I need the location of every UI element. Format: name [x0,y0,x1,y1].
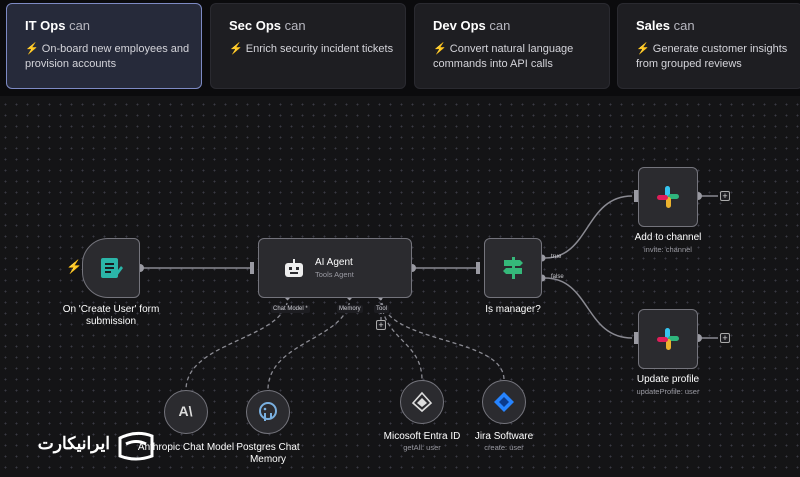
connection-tool-entra [380,295,423,381]
bolt-icon: ⚡ [25,43,39,55]
postgres-node[interactable] [246,390,290,434]
port-add-channel-in [634,190,638,202]
connection-true-add-channel [544,195,633,259]
jira-icon [494,392,514,412]
tab-role: Sec Ops [229,18,282,33]
watermark-text: ایرانیکارت [37,434,110,453]
port-agent-in [250,262,254,274]
tool-port-label: Tool [374,305,390,313]
connection-false-update-profile [544,277,633,339]
if-node[interactable] [484,238,542,298]
add-node-plus-icon[interactable]: + [720,333,730,343]
tab-sales[interactable]: Sales can ⚡ Generate customer insights f… [617,3,800,89]
jira-label: Jira Software [474,431,534,442]
tab-description: Enrich security incident tickets [245,43,394,55]
watermark-logo: ایرانیکارت [6,428,158,472]
tab-description: Generate customer insights from grouped … [636,43,788,70]
trigger-label: On 'Create User' form submission [62,304,160,327]
tab-can: can [284,18,306,33]
chat-model-port-label: Chat Model * [271,305,310,313]
entra-node[interactable] [400,380,444,424]
entra-label: Micosoft Entra ID [383,431,461,442]
entra-id-icon [411,391,433,413]
tab-description: Convert natural language commands into A… [433,43,574,70]
jira-node[interactable] [482,380,526,424]
port-update-profile-in [634,332,638,344]
slack-icon [657,186,679,208]
tab-can: can [673,18,695,33]
add-tool-plus-icon[interactable]: + [376,320,386,330]
trigger-node[interactable] [82,238,140,298]
form-icon [101,258,123,278]
memory-port-label: Memory [337,305,363,313]
tab-description: On-board new employees and provision acc… [25,43,190,70]
port-if-in [476,262,480,274]
update-profile-sub: updateProfile: user [636,387,700,396]
tab-role: Sales [636,18,670,33]
bolt-icon: ⚡ [636,43,650,55]
anthropic-label: Anthropic Chat Model [137,442,235,453]
robot-icon [285,259,303,277]
trigger-bolt-icon: ⚡ [66,259,83,274]
bolt-icon: ⚡ [229,43,243,55]
add-to-channel-sub: invite: channel [644,245,692,254]
anthropic-icon: A\ [178,403,193,419]
add-to-channel-label: Add to channel [634,232,702,243]
entra-sub: getAll: user [403,443,441,452]
tab-role: Dev Ops [433,18,486,33]
update-profile-node[interactable] [638,309,698,369]
postgres-elephant-icon [259,402,277,421]
ai-agent-node[interactable]: AI Agent Tools Agent [258,238,412,298]
add-node-plus-icon[interactable]: + [720,191,730,201]
tab-it-ops[interactable]: IT Ops can ⚡ On-board new employees and … [6,3,202,89]
tab-can: can [69,18,91,33]
jira-sub: create: user [484,443,524,452]
bolt-icon: ⚡ [433,43,447,55]
update-profile-label: Update profile [636,374,700,385]
false-output-label: false [551,274,564,280]
add-to-channel-node[interactable] [638,167,698,227]
signpost-icon [503,257,523,279]
use-case-tabs: IT Ops can ⚡ On-board new employees and … [0,0,800,96]
slack-icon [657,328,679,350]
anthropic-node[interactable]: A\ [164,390,208,434]
tab-role: IT Ops [25,18,66,33]
if-label: Is manager? [485,304,541,315]
watermark-card-icon [118,431,154,461]
postgres-label: Postgres Chat Memory [236,442,300,465]
agent-title: AI Agent [315,257,353,268]
true-output-label: true [551,254,562,260]
tab-sec-ops[interactable]: Sec Ops can ⚡ Enrich security incident t… [210,3,406,89]
tab-can: can [489,18,511,33]
agent-subtitle: Tools Agent [315,270,354,279]
tab-dev-ops[interactable]: Dev Ops can ⚡ Convert natural language c… [414,3,610,89]
